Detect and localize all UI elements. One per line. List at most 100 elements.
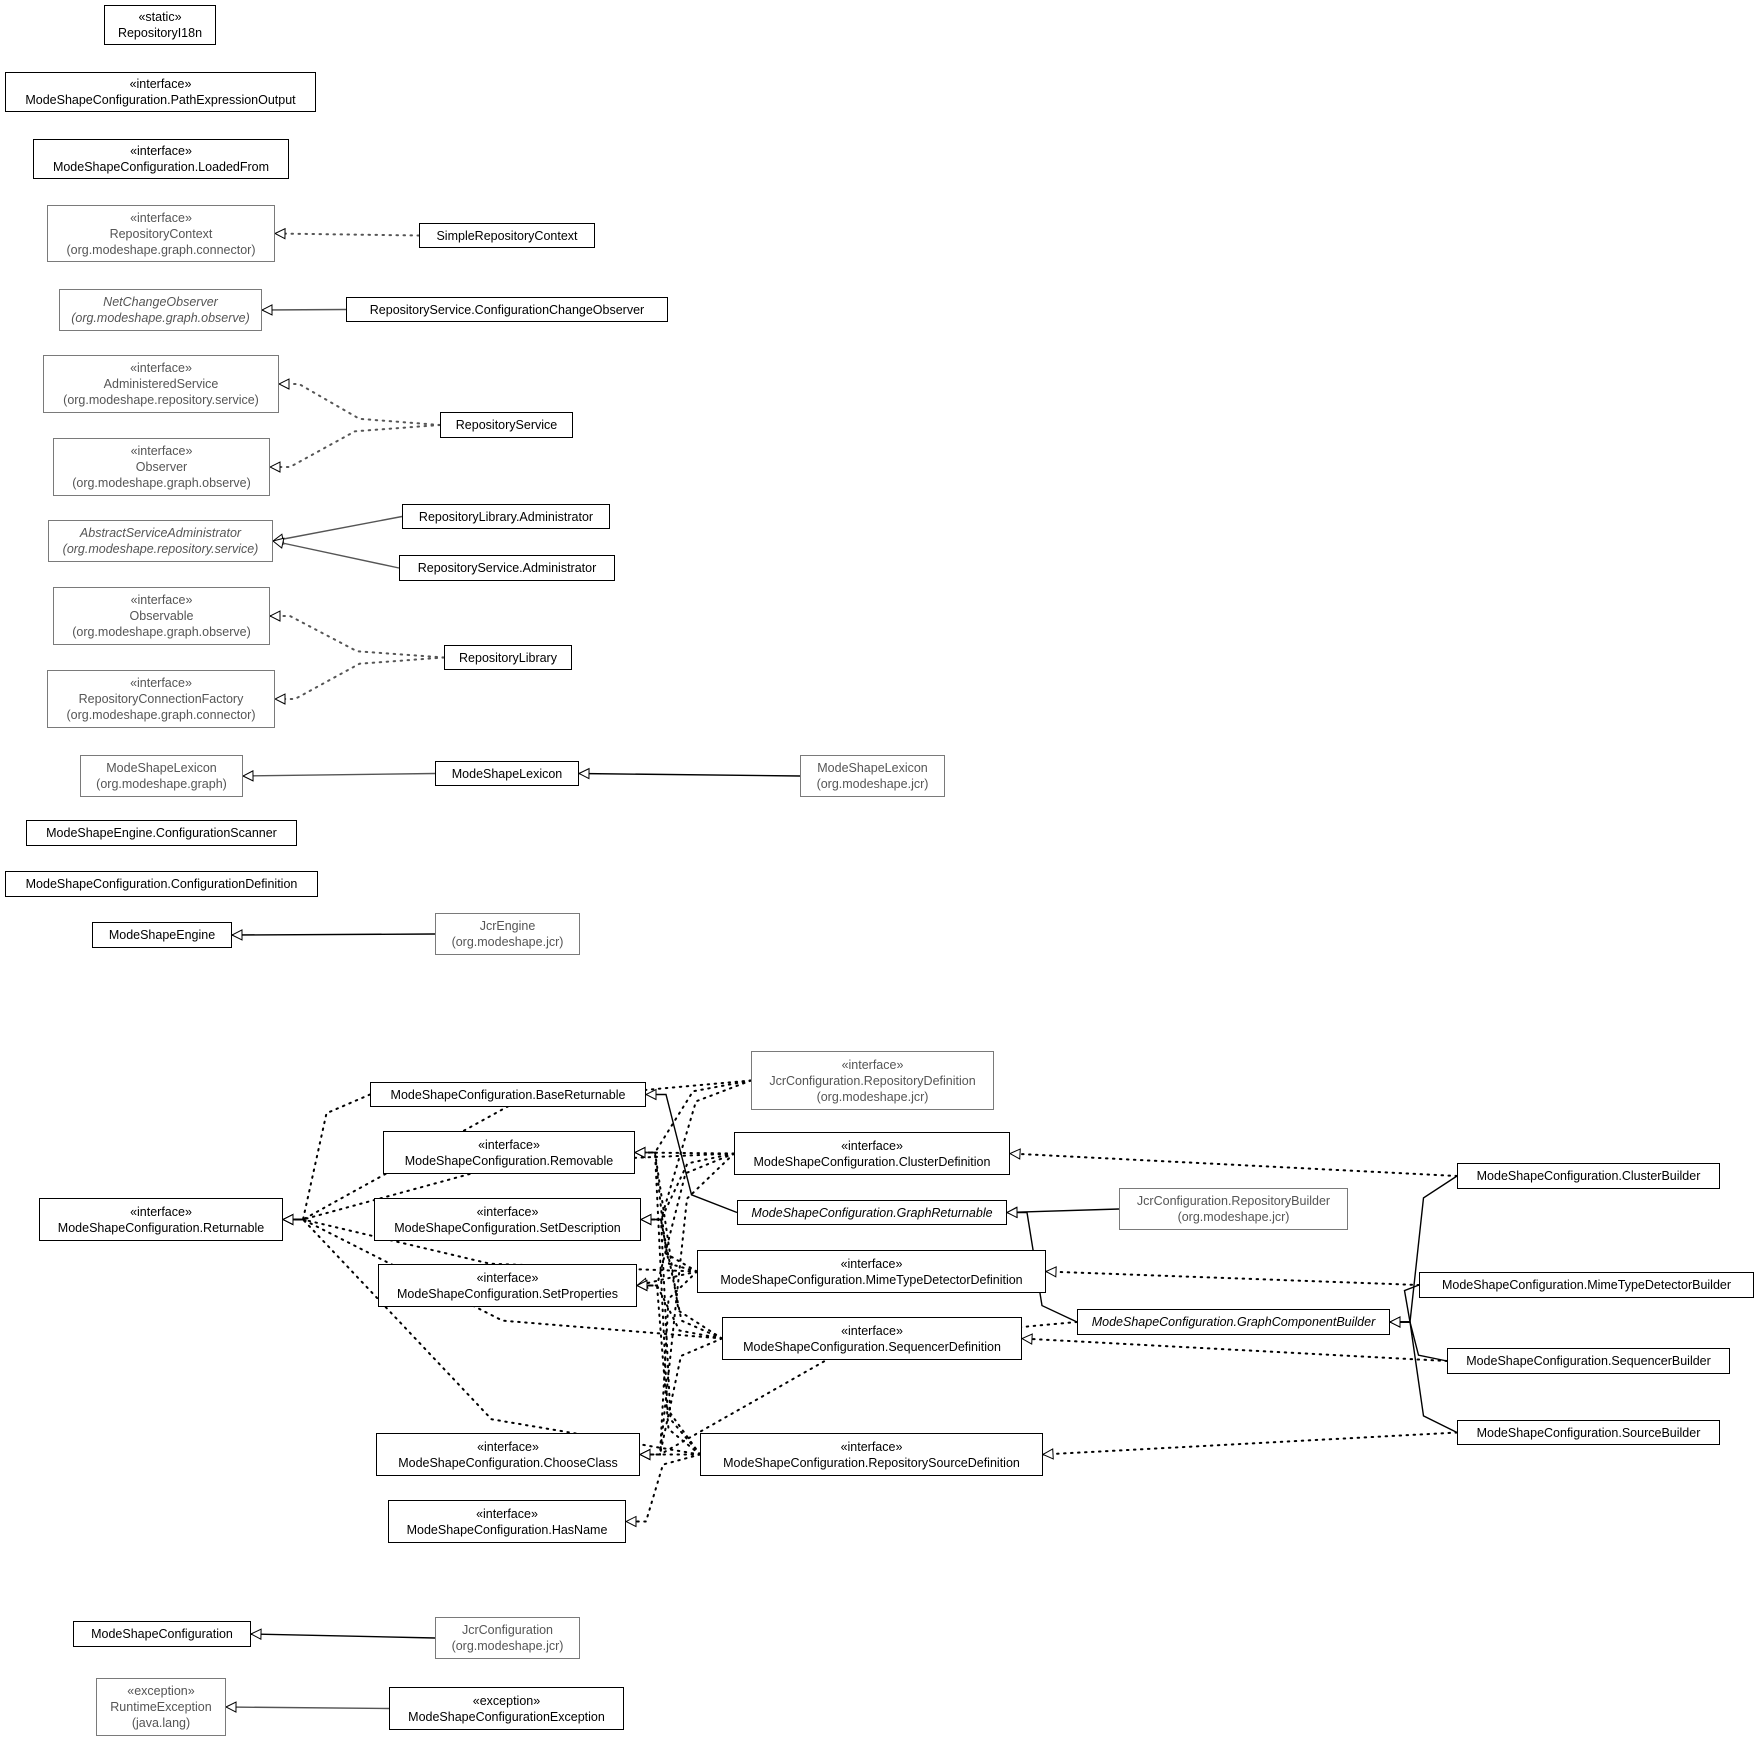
class-box-peo: «interface»ModeShapeConfiguration.PathEx…: [5, 72, 316, 112]
class-box-srcb: ModeShapeConfiguration.SourceBuilder: [1457, 1420, 1720, 1445]
class-box-jcrc: JcrConfiguration(org.modeshape.jcr): [435, 1617, 580, 1659]
class-box-jcrrd: «interface»JcrConfiguration.RepositoryDe…: [751, 1051, 994, 1110]
class-box-cb: ModeShapeConfiguration.ClusterBuilder: [1457, 1163, 1720, 1189]
class-name: RepositoryContext: [109, 226, 213, 241]
relation-realization-src-to-rc: [275, 234, 420, 236]
relation-realization-rsd-to-sd: [640, 1220, 701, 1456]
class-box-rla: RepositoryLibrary.Administrator: [402, 504, 610, 529]
class-box-lf: «interface»ModeShapeConfiguration.Loaded…: [33, 139, 289, 179]
class-package: (org.modeshape.graph.connector): [66, 242, 256, 257]
class-box-ret: «interface»ModeShapeConfiguration.Return…: [39, 1198, 283, 1241]
class-package: (org.modeshape.graph.connector): [66, 708, 256, 722]
class-box-rl: RepositoryLibrary: [444, 645, 572, 670]
class-box-rsd: «interface»ModeShapeConfiguration.Reposi…: [700, 1433, 1043, 1476]
class-box-msl: ModeShapeLexicon: [435, 761, 579, 786]
relation-generalization-rla-to-asa: [273, 515, 403, 542]
class-package: (org.modeshape.graph): [96, 777, 227, 791]
class-box-ri18n: «static»RepositoryI18n: [104, 5, 216, 45]
class-name: ModeShapeConfiguration.SourceBuilder: [1476, 1425, 1701, 1440]
class-name: ModeShapeConfiguration.MimeTypeDetectorD…: [720, 1272, 1023, 1287]
class-stereotype: «interface»: [476, 1204, 539, 1219]
relation-realization-seqd-to-rem: [634, 1153, 723, 1340]
class-box-rc: «interface»RepositoryContext(org.modesha…: [47, 205, 275, 262]
class-name: SimpleRepositoryContext: [436, 228, 578, 243]
class-stereotype: «static»: [138, 10, 182, 24]
relation-realization-jcrrd-to-rem: [634, 1079, 752, 1153]
class-name: RepositoryConnectionFactory: [78, 692, 244, 706]
class-name: AbstractServiceAdministrator: [79, 526, 242, 540]
relation-realization-seqd-to-sp: [636, 1286, 723, 1340]
class-name: ModeShapeConfiguration.ClusterDefinition: [753, 1154, 991, 1169]
class-name: ModeShapeConfiguration.Returnable: [57, 1220, 265, 1235]
class-box-mecs: ModeShapeEngine.ConfigurationScanner: [26, 820, 297, 846]
relation-generalization-jcre-to-mse: [232, 934, 436, 935]
relation-realization-seqb-to-seqd: [1022, 1339, 1448, 1362]
class-stereotype: «interface»: [130, 593, 193, 607]
class-name: ModeShapeConfiguration.LoadedFrom: [52, 160, 270, 174]
class-box-mtdb: ModeShapeConfiguration.MimeTypeDetectorB…: [1419, 1272, 1754, 1298]
class-name: ModeShapeConfiguration.SequencerDefiniti…: [743, 1339, 1001, 1354]
relation-realization-seqd-to-sd: [640, 1220, 723, 1340]
relation-realization-br-to-ret: [282, 1093, 371, 1220]
class-package: (org.modeshape.jcr): [816, 1089, 929, 1104]
class-box-sd: «interface»ModeShapeConfiguration.SetDes…: [374, 1198, 641, 1241]
class-name: ModeShapeConfiguration.SetProperties: [397, 1286, 618, 1301]
class-package: (org.modeshape.graph.observe): [72, 625, 251, 639]
relation-realization-rs-to-as: [278, 384, 441, 426]
relation-realization-rsd-to-rem: [634, 1153, 701, 1456]
class-name: Observer: [135, 460, 188, 474]
class-name: ModeShapeLexicon: [451, 766, 563, 781]
class-stereotype: «interface»: [129, 77, 192, 91]
class-stereotype: «interface»: [476, 1506, 538, 1521]
class-name: ModeShapeConfigurationException: [408, 1709, 605, 1724]
class-box-br: ModeShapeConfiguration.BaseReturnable: [370, 1082, 646, 1107]
relation-realization-rs-to-obs: [269, 424, 441, 467]
relation-realization-mtdd-to-rem: [634, 1153, 698, 1273]
class-box-msc: ModeShapeConfiguration: [73, 1621, 251, 1647]
class-stereotype: «interface»: [840, 1439, 903, 1454]
class-name: RuntimeException: [110, 1700, 212, 1714]
relation-generalization-rsa-to-asa: [273, 541, 400, 569]
class-stereotype: «interface»: [478, 1137, 540, 1152]
relation-generalization-srcb-to-gcb: [1390, 1322, 1458, 1434]
class-name: ModeShapeConfiguration.GraphReturnable: [751, 1205, 993, 1220]
class-box-cc: «interface»ModeShapeConfiguration.Choose…: [376, 1433, 640, 1476]
class-stereotype: «interface»: [841, 1138, 903, 1153]
class-package: (org.modeshape.graph.observe): [72, 476, 251, 490]
class-package: (org.modeshape.repository.service): [62, 542, 259, 556]
class-box-hn: «interface»ModeShapeConfiguration.HasNam…: [388, 1500, 626, 1543]
class-box-cd: «interface»ModeShapeConfiguration.Cluste…: [734, 1132, 1010, 1175]
class-name: Observable: [129, 609, 194, 623]
class-box-jcre: JcrEngine (org.modeshape.jcr): [435, 913, 580, 955]
class-stereotype: «interface»: [841, 1057, 904, 1072]
class-name: ModeShapeLexicon: [817, 761, 928, 775]
class-stereotype: «exception»: [472, 1693, 541, 1708]
class-name: ModeShapeConfiguration: [91, 1627, 233, 1641]
relation-realization-rl-to-rcf: [274, 656, 445, 700]
class-name: AdministeredService: [103, 377, 219, 391]
class-name: JcrEngine: [479, 919, 536, 933]
class-package: (org.modeshape.jcr): [816, 777, 929, 791]
class-box-rsa: RepositoryService.Administrator: [399, 555, 615, 581]
class-name: ModeShapeEngine: [108, 928, 216, 942]
class-box-rscco: RepositoryService.ConfigurationChangeObs…: [346, 297, 668, 322]
class-box-rem: «interface»ModeShapeConfiguration.Remova…: [383, 1131, 635, 1174]
relation-realization-mtdd-to-sd: [640, 1220, 698, 1273]
class-name: JcrConfiguration.RepositoryBuilder: [1136, 1194, 1331, 1208]
relation-realization-mtdd-to-sp: [637, 1270, 698, 1286]
class-name: ModeShapeConfiguration.BaseReturnable: [390, 1087, 626, 1102]
relation-generalization-gr-to-br: [646, 1095, 738, 1214]
class-box-as: «interface»AdministeredService(org.modes…: [43, 355, 279, 413]
class-package: (org.modeshape.jcr): [451, 935, 564, 949]
class-stereotype: «interface»: [476, 1270, 539, 1285]
relation-generalization-cb-to-gcb: [1390, 1175, 1458, 1322]
class-box-gcb: ModeShapeConfiguration.GraphComponentBui…: [1077, 1309, 1390, 1335]
class-name: RepositoryLibrary.Administrator: [418, 509, 594, 524]
relation-generalization-msce-to-rte: [226, 1707, 390, 1709]
class-package: (org.modeshape.jcr): [1177, 1210, 1290, 1224]
class-box-jcrrb: JcrConfiguration.RepositoryBuilder (org.m…: [1119, 1188, 1348, 1230]
class-stereotype: «interface»: [130, 210, 192, 225]
relation-generalization-jcrc-to-msc: [251, 1634, 436, 1638]
class-name: RepositoryService.ConfigurationChangeObs…: [369, 302, 645, 317]
class-box-mtdd: «interface»ModeShapeConfiguration.MimeTy…: [697, 1250, 1046, 1293]
